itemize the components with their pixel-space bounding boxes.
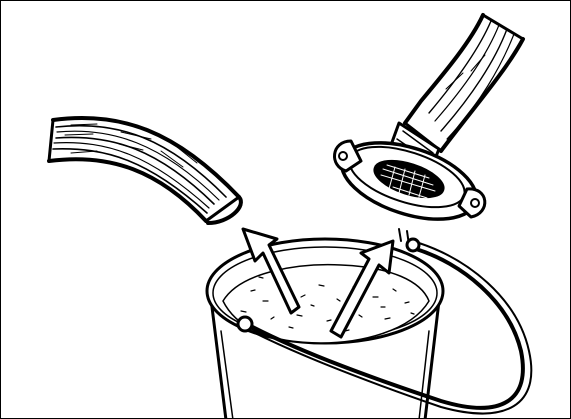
suction-hose-icon [405,15,523,151]
strainer-icon [332,123,486,245]
hose-icon [49,118,241,223]
